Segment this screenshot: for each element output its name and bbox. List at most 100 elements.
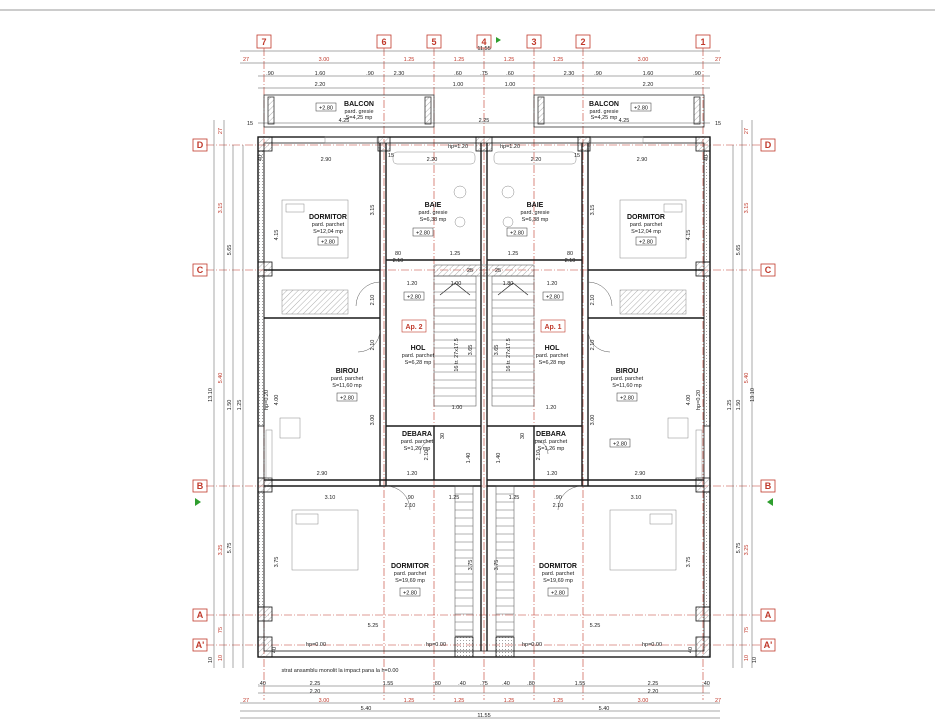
dim-top: .90 (366, 71, 374, 77)
dim-interior: 1.25 (508, 251, 519, 257)
dim-side: 3.15 (218, 203, 224, 214)
dim-interior: 2.10 (424, 450, 430, 461)
dim-bottom: 1.25 (404, 698, 415, 704)
level-mark: hp=1.20 (500, 144, 520, 150)
dim-interior: 2.10 (536, 450, 542, 461)
level-mark: hp=0.20 (264, 390, 270, 410)
dim-interior: 5.25 (368, 623, 379, 629)
dim-interior: 1.40 (466, 453, 472, 464)
room-name: HOL (545, 345, 561, 352)
room-finish: pard. parchet (536, 353, 569, 359)
balconies (263, 94, 705, 128)
dim-bottom: 2.25 (310, 681, 321, 687)
apartment-label: Ap. 1 (544, 324, 561, 331)
side-dimension-texts: 13.10 13.10 27 3.15 5.40 3.25 75 10 27 3… (208, 121, 758, 663)
dim-bottom: 27 (243, 698, 249, 704)
dim-top: 4.25 (339, 118, 350, 124)
room-level: +2.80 (546, 295, 560, 301)
dim-side: 10 (752, 657, 758, 663)
dim-bottom: 1.55 (383, 681, 394, 687)
top-dimension-texts: 11.55 27 3.00 1.25 1.25 1.25 1.25 3.00 2… (243, 46, 721, 124)
dim-interior: 3.00 (370, 415, 376, 426)
dim-interior: 1.80 (503, 281, 514, 287)
room-finish: pard. parchet (630, 222, 663, 228)
dim-bottom: 1.25 (504, 698, 515, 704)
dim-interior: 2.90 (635, 471, 646, 477)
room-name: BAIE (425, 202, 442, 209)
dim-interior: 3.10 (325, 495, 336, 501)
room-name: BALCON (589, 101, 619, 108)
dim-bottom: 5.40 (361, 706, 372, 712)
dim-side: 3.25 (218, 545, 224, 556)
dim-interior: 40 (688, 647, 694, 653)
room-finish: pard. parchet (611, 376, 644, 382)
room-name: BALCON (344, 101, 374, 108)
grid-label-1: 1 (700, 37, 705, 47)
dim-top: 27 (715, 57, 721, 63)
dim-interior: 1.40 (496, 453, 502, 464)
dim-interior: 2.90 (317, 471, 328, 477)
dim-interior: 4.00 (686, 395, 692, 406)
room-finish: pard. parchet (542, 571, 575, 577)
dim-top: 27 (243, 57, 249, 63)
staircase (433, 264, 535, 637)
dim-bottom: 2.20 (310, 689, 321, 695)
dim-bottom: 2.20 (648, 689, 659, 695)
dim-interior: 1.25 (450, 251, 461, 257)
grid-label-b-left: B (197, 481, 204, 491)
room-level: +2.80 (416, 231, 430, 237)
dim-interior: 4.15 (274, 230, 280, 241)
dim-interior: 15 (574, 153, 580, 159)
dim-interior: 3.10 (631, 495, 642, 501)
grid-label-2: 2 (580, 37, 585, 47)
dim-side: 5.40 (218, 373, 224, 384)
dim-top: .60 (506, 71, 514, 77)
dim-bottom: .40 (258, 681, 266, 687)
grid-label-3: 3 (531, 37, 536, 47)
dim-top: 1.25 (504, 57, 515, 63)
dim-side: 10 (208, 657, 214, 663)
dim-bottom: .80 (433, 681, 441, 687)
dim-side: 1.50 (736, 400, 742, 411)
dim-bottom: 3.00 (319, 698, 330, 704)
dim-interior: 5.25 (590, 623, 601, 629)
top-dimensions (240, 50, 720, 124)
grid-label-c-right: C (765, 265, 772, 275)
room-level: +2.80 (510, 231, 524, 237)
grid-label-d-right: D (765, 140, 772, 150)
room-finish: pard. parchet (394, 571, 427, 577)
side-dimensions (213, 120, 753, 668)
dim-side: 27 (744, 128, 750, 134)
room-name: DORMITOR (627, 214, 665, 221)
room-level: +2.80 (551, 591, 565, 597)
dim-interior: 2.10 (553, 503, 564, 509)
dim-bottom: 2.25 (648, 681, 659, 687)
room-level: +2.80 (639, 240, 653, 246)
dim-top: 1.25 (404, 57, 415, 63)
dim-interior: 1.25 (449, 495, 460, 501)
room-finish: pard. gresie (589, 109, 618, 115)
dim-side: 5.75 (736, 543, 742, 554)
dim-top: 2.25 (479, 118, 490, 124)
dim-interior: 2.20 (427, 157, 438, 163)
dim-top: .75 (480, 71, 488, 77)
room-name: BAIE (527, 202, 544, 209)
furniture (265, 136, 703, 571)
grid-label-a2-left: A' (196, 640, 205, 650)
grid-label-c-left: C (197, 265, 204, 275)
room-area: S=1,26 mp (538, 446, 565, 452)
dim-side: 10 (218, 655, 224, 661)
stair-label: 16 tr. 27x17.5 (454, 338, 460, 371)
dim-side: 75 (218, 627, 224, 633)
dim-side: 3.25 (744, 545, 750, 556)
room-area: S=12,04 mp (313, 229, 343, 235)
dim-top: 3.00 (319, 57, 330, 63)
dim-interior: 2.90 (637, 157, 648, 163)
dim-interior: 3.65 (468, 345, 474, 356)
dim-side: 5.75 (227, 543, 233, 554)
section-marker-icon (496, 37, 501, 43)
dim-side: 1.25 (237, 400, 243, 411)
bottom-dimension-texts: .40 2.25 1.55 .80 .40 .75 .40 .80 1.55 2… (243, 681, 721, 719)
dim-top: .60 (454, 71, 462, 77)
